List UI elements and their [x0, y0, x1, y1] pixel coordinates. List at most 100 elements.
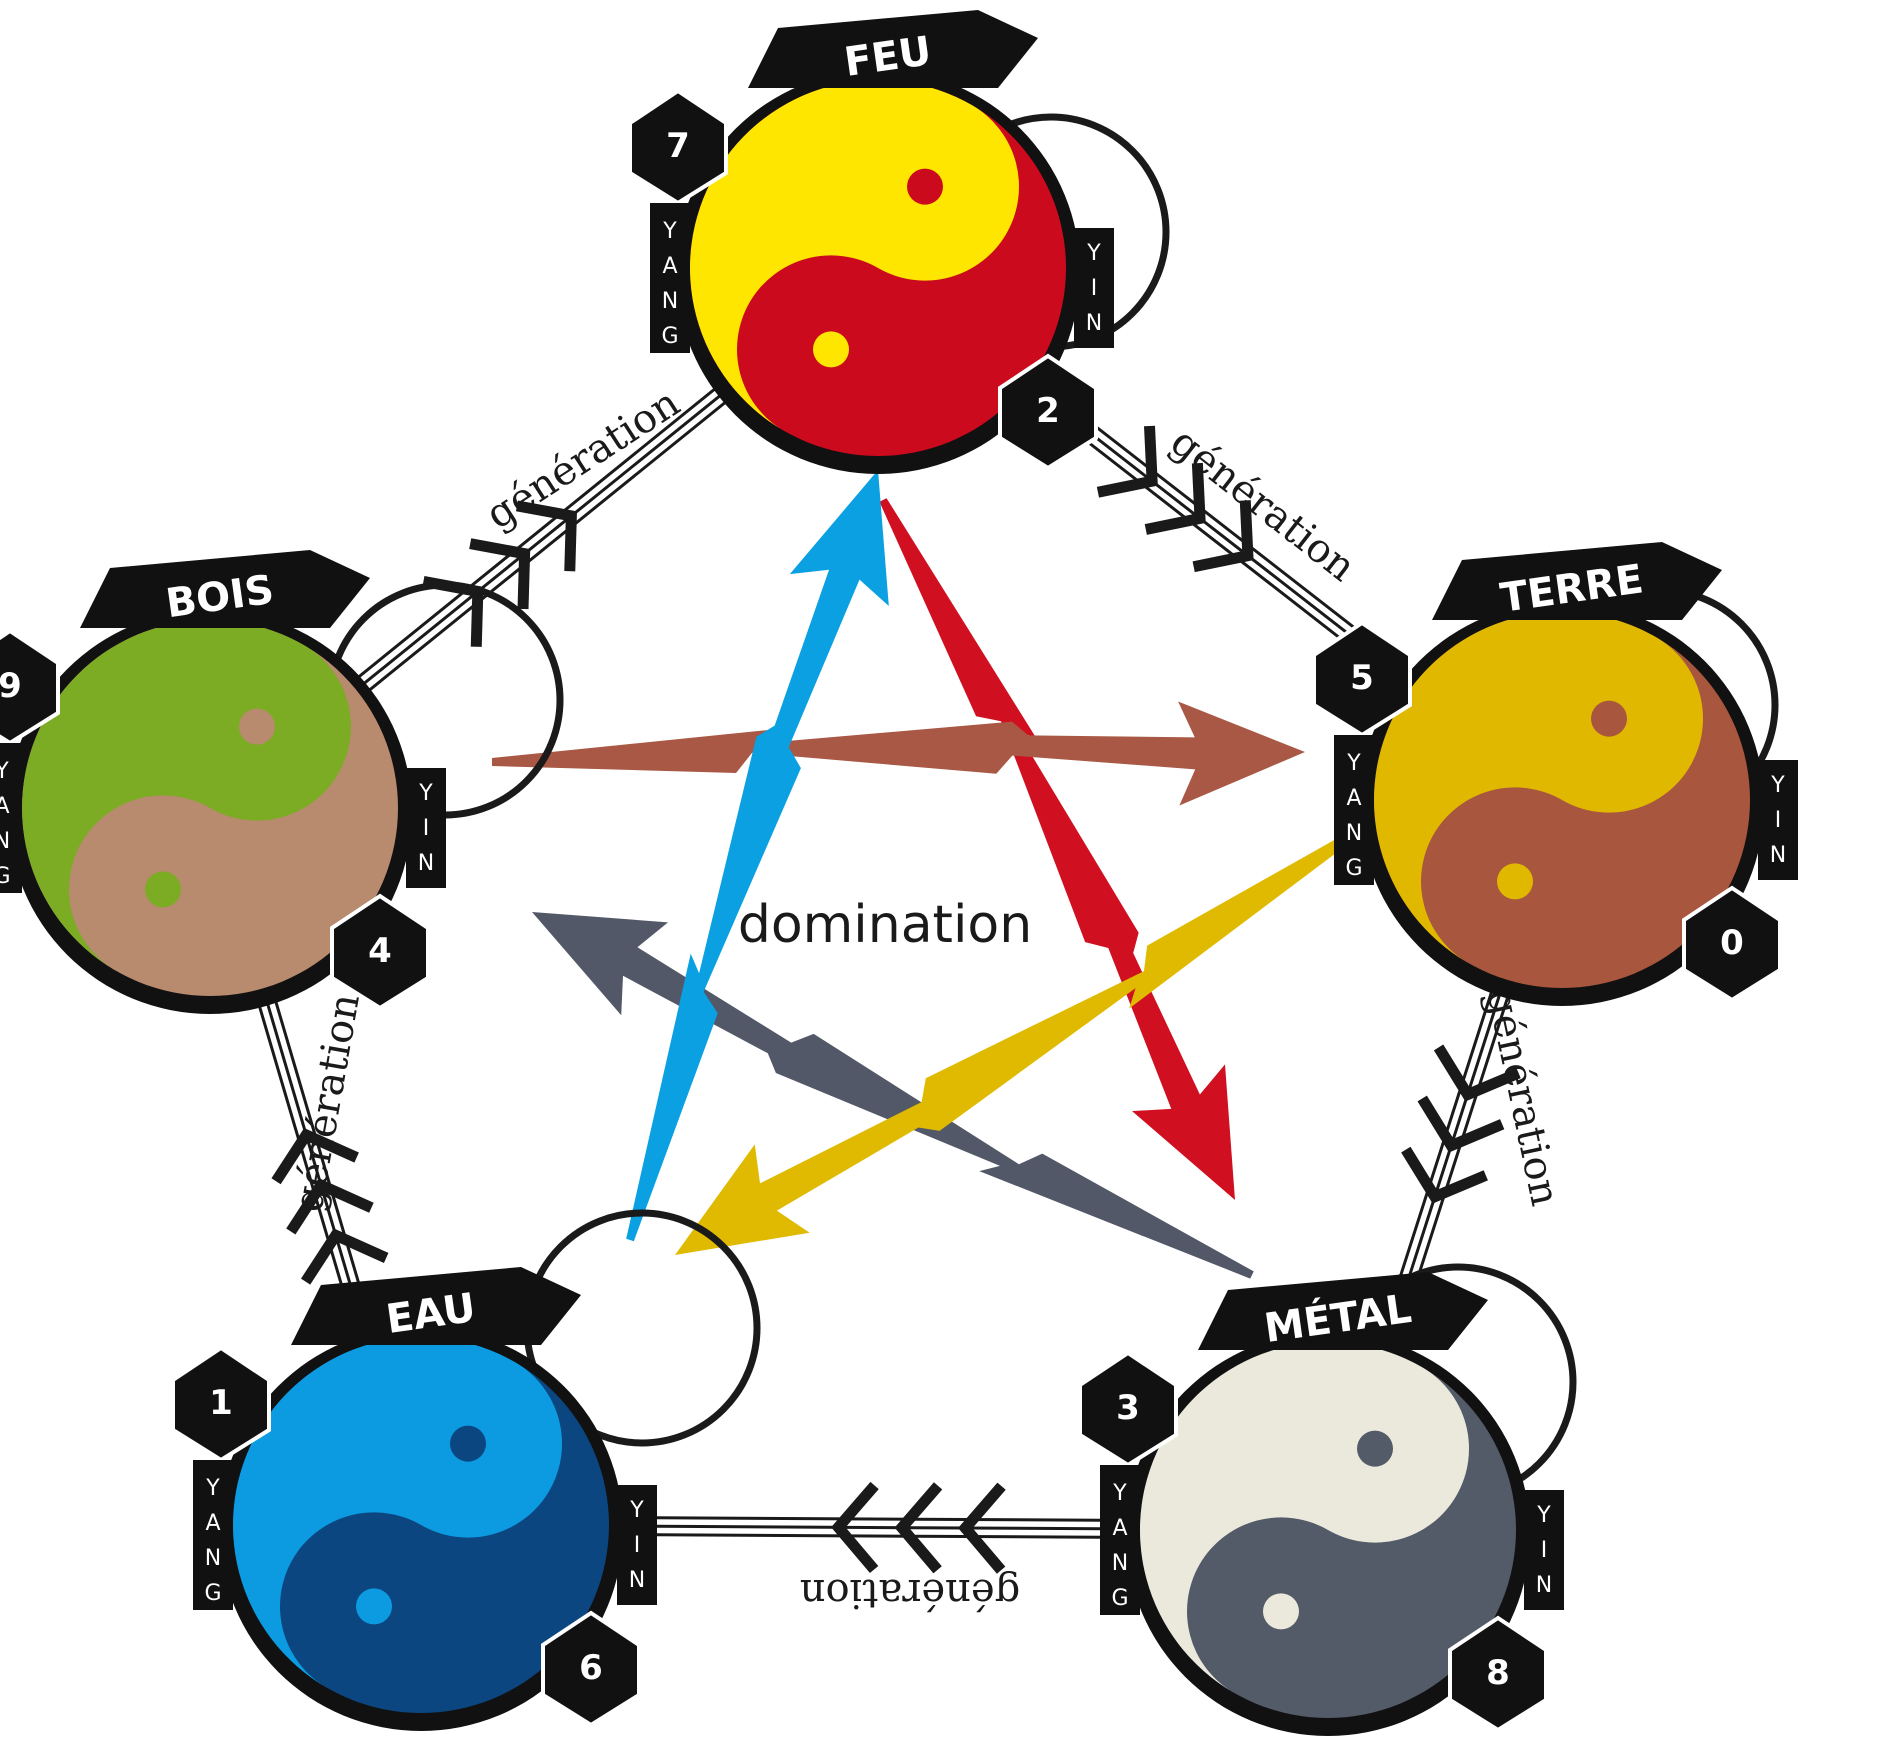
yin-dot — [1357, 1430, 1393, 1467]
chevron-arrow — [286, 1178, 374, 1235]
yin-letter: N — [1770, 843, 1786, 868]
yin-number: 6 — [579, 1648, 603, 1688]
yang-letter: N — [1346, 821, 1362, 846]
yin-strip — [617, 1485, 657, 1605]
yang-half — [1374, 612, 1703, 963]
yin-strip — [1074, 228, 1114, 348]
domination-arrow — [532, 912, 1254, 1279]
yang-dot — [145, 871, 181, 908]
yin-letter: Y — [1770, 773, 1785, 798]
domination-label: domination — [738, 895, 1032, 955]
yang-letter: A — [205, 1511, 220, 1536]
yin-number: 0 — [1720, 923, 1744, 963]
yang-half — [22, 620, 351, 971]
yin-number: 4 — [368, 931, 392, 971]
yin-dot — [1591, 700, 1627, 737]
domination-arrow — [879, 498, 1235, 1200]
yin-letter: I — [423, 816, 430, 841]
yin-number: 8 — [1486, 1653, 1510, 1693]
yin-letter: Y — [1086, 241, 1101, 266]
chevron-arrow — [831, 1481, 879, 1574]
yin-letter: Y — [629, 1498, 644, 1523]
chevron-arrow — [271, 1127, 359, 1185]
name-banner — [80, 550, 370, 628]
yin-strip — [1758, 760, 1798, 880]
d10-die-icon — [541, 1610, 641, 1728]
d10-die-icon — [1448, 1615, 1548, 1733]
name-banner — [748, 10, 1038, 88]
yang-strip — [0, 743, 22, 893]
yang-letter: Y — [1346, 751, 1361, 776]
domination-arrow — [491, 701, 1305, 806]
yang-letter: Y — [205, 1476, 220, 1501]
yang-letter: G — [661, 324, 678, 349]
chevron-arrow — [300, 1228, 389, 1285]
yang-dot — [813, 331, 849, 368]
name-banner — [291, 1267, 581, 1345]
yang-dot — [1263, 1593, 1299, 1630]
yin-strip — [406, 768, 446, 888]
d10-die-icon — [330, 893, 430, 1011]
yang-letter: A — [1112, 1516, 1127, 1541]
yang-letter: G — [204, 1581, 221, 1606]
yang-letter: Y — [1112, 1481, 1127, 1506]
yang-letter: N — [0, 829, 10, 854]
yang-half — [1140, 1342, 1469, 1693]
chevron-arrow — [1192, 500, 1254, 573]
yang-letter: G — [0, 864, 11, 889]
yang-letter: Y — [662, 219, 677, 244]
chevron-arrow — [469, 538, 531, 610]
generation-label-bottom: génération — [800, 1570, 1020, 1616]
yang-strip — [193, 1460, 233, 1610]
chevron-arrow — [958, 1482, 1006, 1574]
yin-letter: N — [418, 851, 434, 876]
chevron-arrow — [515, 500, 577, 572]
chevron-arrow — [1417, 1095, 1505, 1153]
domination-arrow — [626, 470, 889, 1242]
yin-strip — [1524, 1490, 1564, 1610]
yang-letter: N — [662, 289, 678, 314]
generation-chevrons — [271, 425, 1521, 1574]
yang-letter: G — [1345, 856, 1362, 881]
chevron-arrow — [1433, 1044, 1521, 1102]
yang-number: 5 — [1350, 658, 1374, 698]
yin-letter: N — [629, 1568, 645, 1593]
yang-number: 7 — [666, 126, 690, 166]
generation-label-right: génération — [1477, 985, 1568, 1210]
yin-letter: I — [634, 1533, 641, 1558]
yang-letter: A — [0, 794, 10, 819]
yang-number: 9 — [0, 666, 22, 706]
yang-letter: N — [205, 1546, 221, 1571]
yin-letter: I — [1091, 276, 1098, 301]
name-banner — [1198, 1272, 1488, 1350]
yang-letter: A — [1346, 786, 1361, 811]
yin-dot — [907, 168, 943, 205]
yang-half — [233, 1337, 562, 1688]
yin-dot — [450, 1425, 486, 1462]
yang-strip — [1334, 735, 1374, 885]
yang-number: 3 — [1116, 1388, 1140, 1428]
d10-die-icon — [998, 353, 1098, 471]
yang-letter: G — [1111, 1586, 1128, 1611]
yin-letter: Y — [418, 781, 433, 806]
yang-strip — [1100, 1465, 1140, 1615]
yang-letter: N — [1112, 1551, 1128, 1576]
yin-letter: N — [1536, 1573, 1552, 1598]
yin-letter: Y — [1536, 1503, 1551, 1528]
name-banner — [1432, 542, 1722, 620]
yin-letter: I — [1775, 808, 1782, 833]
yang-letter: Y — [0, 759, 9, 784]
yin-letter: I — [1541, 1538, 1548, 1563]
yang-number: 1 — [209, 1383, 233, 1423]
yang-letter: A — [662, 254, 677, 279]
chevron-arrow — [1401, 1146, 1488, 1204]
chevron-arrow — [894, 1482, 943, 1574]
yin-letter: N — [1086, 311, 1102, 336]
yin-number: 2 — [1036, 391, 1060, 431]
